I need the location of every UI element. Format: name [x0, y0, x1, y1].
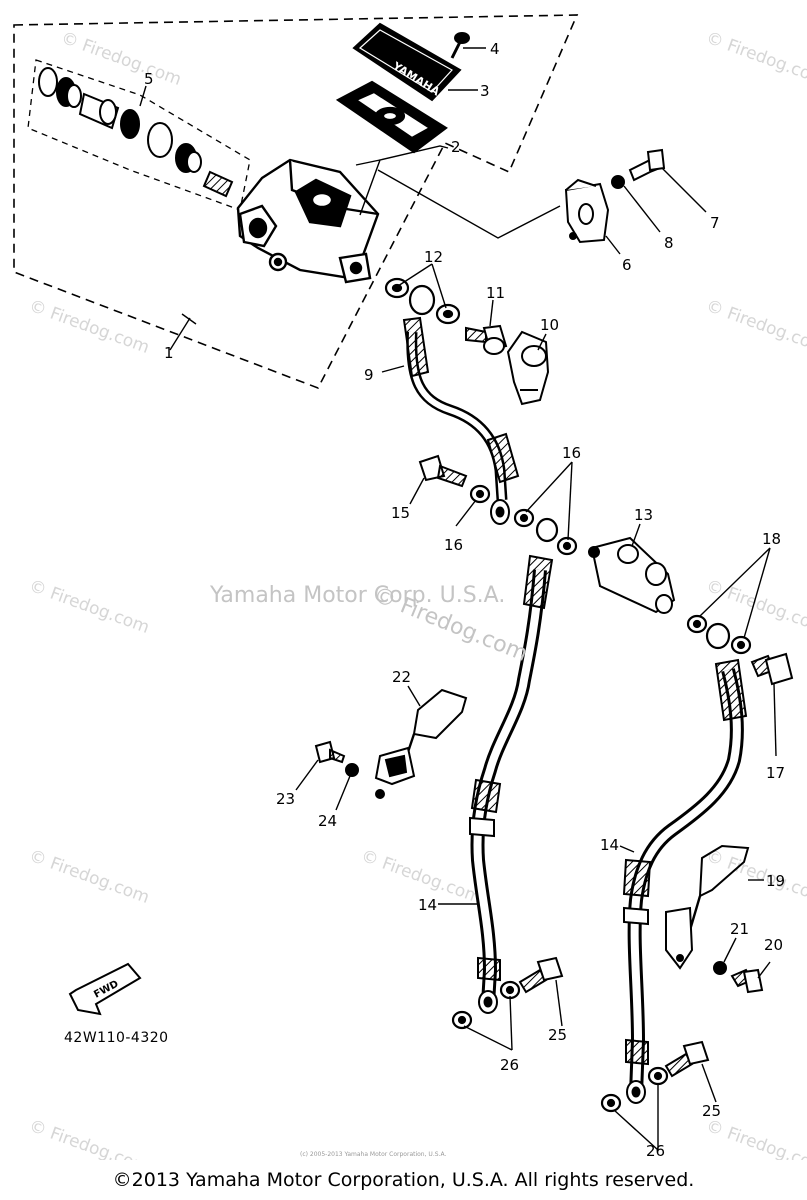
- union-bolt-25-right-part: [664, 1040, 710, 1078]
- hose-joint-part: [588, 536, 676, 614]
- callout-11: 11: [486, 284, 505, 302]
- svg-text:© Firedog.com: © Firedog.com: [26, 846, 152, 908]
- callout-2: 2: [451, 138, 461, 156]
- callout-8: 8: [664, 234, 674, 252]
- svg-text:© Firedog.com: © Firedog.com: [58, 28, 184, 90]
- svg-text:© Firedog.com: © Firedog.com: [26, 576, 152, 638]
- left-brake-hose-part: [469, 554, 554, 1014]
- holder-washer-part: [611, 175, 625, 189]
- union-bolt-15-part: [418, 454, 468, 488]
- callout-15: 15: [391, 504, 410, 522]
- callout-17: 17: [766, 764, 785, 782]
- svg-text:© Firedog.com: © Firedog.com: [703, 296, 807, 358]
- svg-text:© Firedog.com: © Firedog.com: [703, 1116, 807, 1160]
- clamp-washer-24-part: [345, 763, 359, 777]
- callout-9: 9: [364, 366, 374, 384]
- holder-bracket-part: [564, 178, 610, 244]
- callout-16-bottom: 16: [444, 536, 463, 554]
- callout-1: 1: [164, 344, 174, 362]
- callout-23: 23: [276, 790, 295, 808]
- callout-19: 19: [766, 872, 785, 890]
- svg-text:© Firedog.com: © Firedog.com: [26, 296, 152, 358]
- union-bolt-25-left-part: [518, 956, 564, 994]
- callout-21: 21: [730, 920, 749, 938]
- upper-brake-hose-part: [402, 316, 520, 525]
- copper-washers-26-left-part: [451, 980, 521, 1030]
- center-watermark: Yamaha Motor Corp. U.S.A. © Firedog.com: [209, 582, 531, 666]
- callout-16-top: 16: [562, 444, 581, 462]
- callout-10: 10: [540, 316, 559, 334]
- callout-18: 18: [762, 530, 781, 548]
- callout-26-right: 26: [646, 1142, 665, 1160]
- svg-text:© Firedog.com: © Firedog.com: [703, 28, 807, 90]
- fwd-arrow: FWD: [68, 962, 142, 1016]
- callout-5: 5: [144, 70, 154, 88]
- callout-6: 6: [622, 256, 632, 274]
- svg-text:Yamaha Motor Corp. U.S.A.: Yamaha Motor Corp. U.S.A.: [209, 583, 505, 608]
- small-copyright: (c) 2005-2013 Yamaha Motor Corporation, …: [300, 1151, 446, 1158]
- right-brake-hose-part: [622, 658, 748, 1104]
- hose-clamp-19-part: [665, 844, 750, 970]
- banjo-washers-part: [384, 277, 461, 325]
- diaphragm-part: [335, 80, 448, 154]
- part-code: 42W110-4320: [64, 1030, 169, 1046]
- callout-13: 13: [634, 506, 653, 524]
- clamp-bolt-20-part: [730, 968, 764, 994]
- diagram-canvas: © Firedog.com © Firedog.com © Firedog.co…: [13, 14, 807, 1178]
- callout-14-left: 14: [418, 896, 437, 914]
- callout-25-right: 25: [702, 1102, 721, 1120]
- union-bolt-part: [465, 324, 508, 355]
- svg-text:© Firedog.com: © Firedog.com: [26, 1116, 152, 1160]
- callout-labels: 1 2 3 4 5 6 7 8 9 10 11 12 13 14 14 15 1…: [144, 40, 785, 1160]
- callout-26-left: 26: [500, 1056, 519, 1074]
- callout-14-right: 14: [600, 836, 619, 854]
- callout-7: 7: [710, 214, 720, 232]
- svg-text:© Firedog.com: © Firedog.com: [703, 846, 807, 908]
- callout-25-left: 25: [548, 1026, 567, 1044]
- copper-washers-26-right-part: [600, 1066, 669, 1113]
- copyright-footer: ©2013 Yamaha Motor Corporation, U.S.A. A…: [112, 1169, 695, 1191]
- callout-20: 20: [764, 936, 783, 954]
- callout-22: 22: [392, 668, 411, 686]
- master-cylinder-part: [236, 158, 380, 284]
- callout-24: 24: [318, 812, 337, 830]
- hose-clamp-22-part: [374, 688, 468, 799]
- copper-washers-18-part: [686, 614, 752, 655]
- union-bolt-17-part: [750, 652, 794, 686]
- callout-12: 12: [424, 248, 443, 266]
- clamp-washer-21-part: [713, 961, 727, 975]
- clamp-bolt-23-part: [314, 740, 346, 764]
- callout-4: 4: [490, 40, 500, 58]
- copper-washers-16-part: [469, 484, 578, 556]
- leader-lines: [139, 47, 777, 1151]
- cap-screw-part: [450, 32, 470, 59]
- callout-3: 3: [480, 82, 490, 100]
- piston-kit-part: [38, 67, 234, 198]
- holder-bolt-part: [628, 148, 666, 182]
